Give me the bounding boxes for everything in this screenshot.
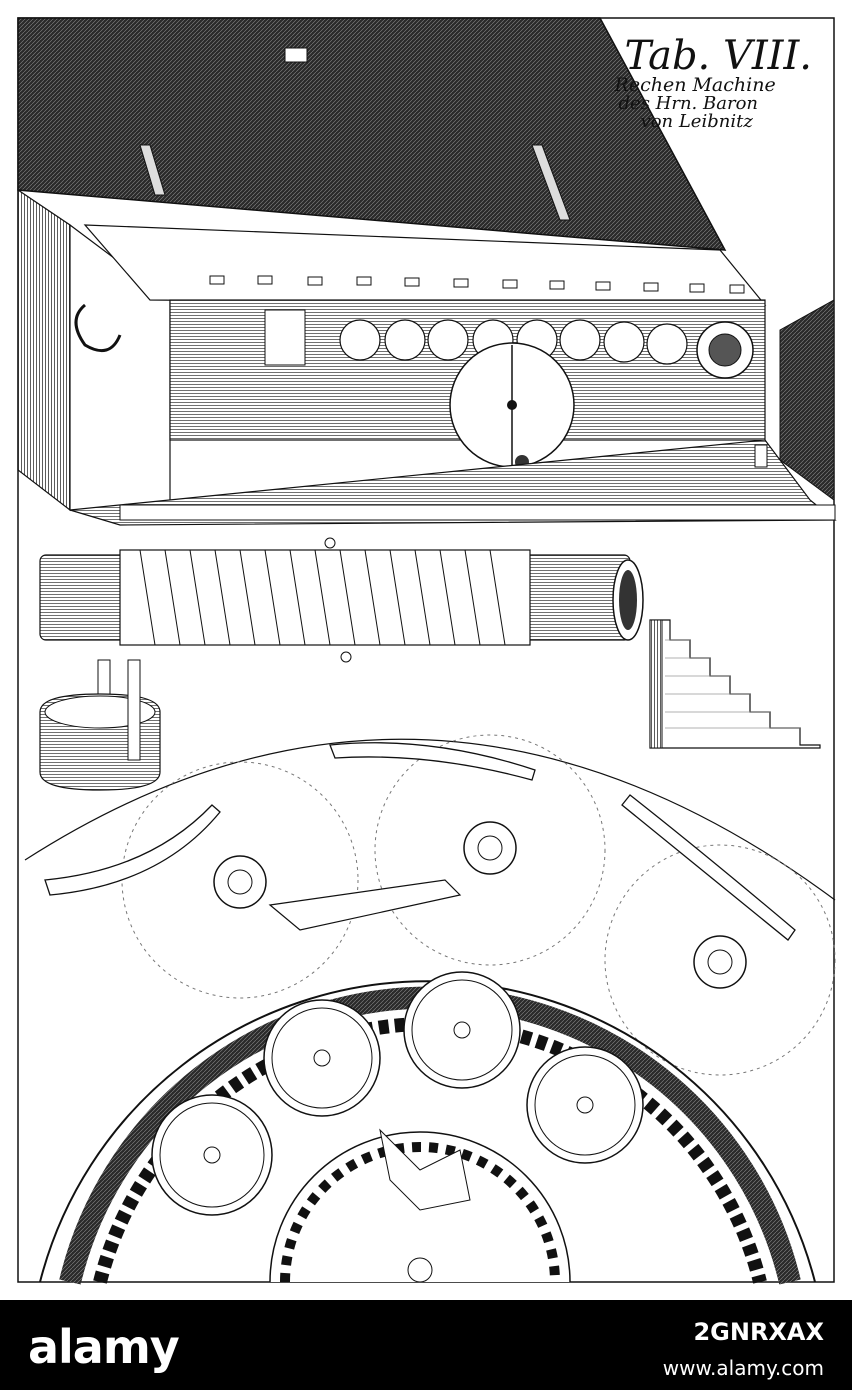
handle-icon bbox=[74, 303, 122, 353]
engraving-plate: Tab. VIII. Rechen Machine des Hrn. Baron… bbox=[17, 17, 837, 1285]
caption-line-1: Rechen Machine bbox=[614, 74, 776, 96]
engraving-illustration bbox=[17, 17, 837, 1285]
machine-lid bbox=[17, 17, 727, 251]
machine-drawing bbox=[17, 17, 837, 526]
caption-line-2: des Hrn. Baron bbox=[618, 93, 758, 114]
caption-line-3: von Leibnitz bbox=[640, 111, 753, 132]
image-id-label: 2GNRXAX bbox=[693, 1318, 824, 1346]
watermark-logo: alamy bbox=[28, 1320, 180, 1374]
site-url-label: www.alamy.com bbox=[662, 1356, 824, 1380]
caption-title: Tab. VIII. bbox=[624, 33, 812, 79]
stepped-drum-drawing bbox=[39, 537, 644, 663]
cup-part-drawing bbox=[39, 659, 161, 791]
gear-mechanism-drawing bbox=[24, 734, 836, 1285]
knob-row bbox=[209, 275, 745, 294]
watermark-bar: alamy 2GNRXAX www.alamy.com bbox=[0, 1300, 852, 1390]
plate-caption: Tab. VIII. Rechen Machine des Hrn. Baron… bbox=[615, 36, 812, 131]
stepped-tooth-drawing bbox=[649, 619, 821, 749]
